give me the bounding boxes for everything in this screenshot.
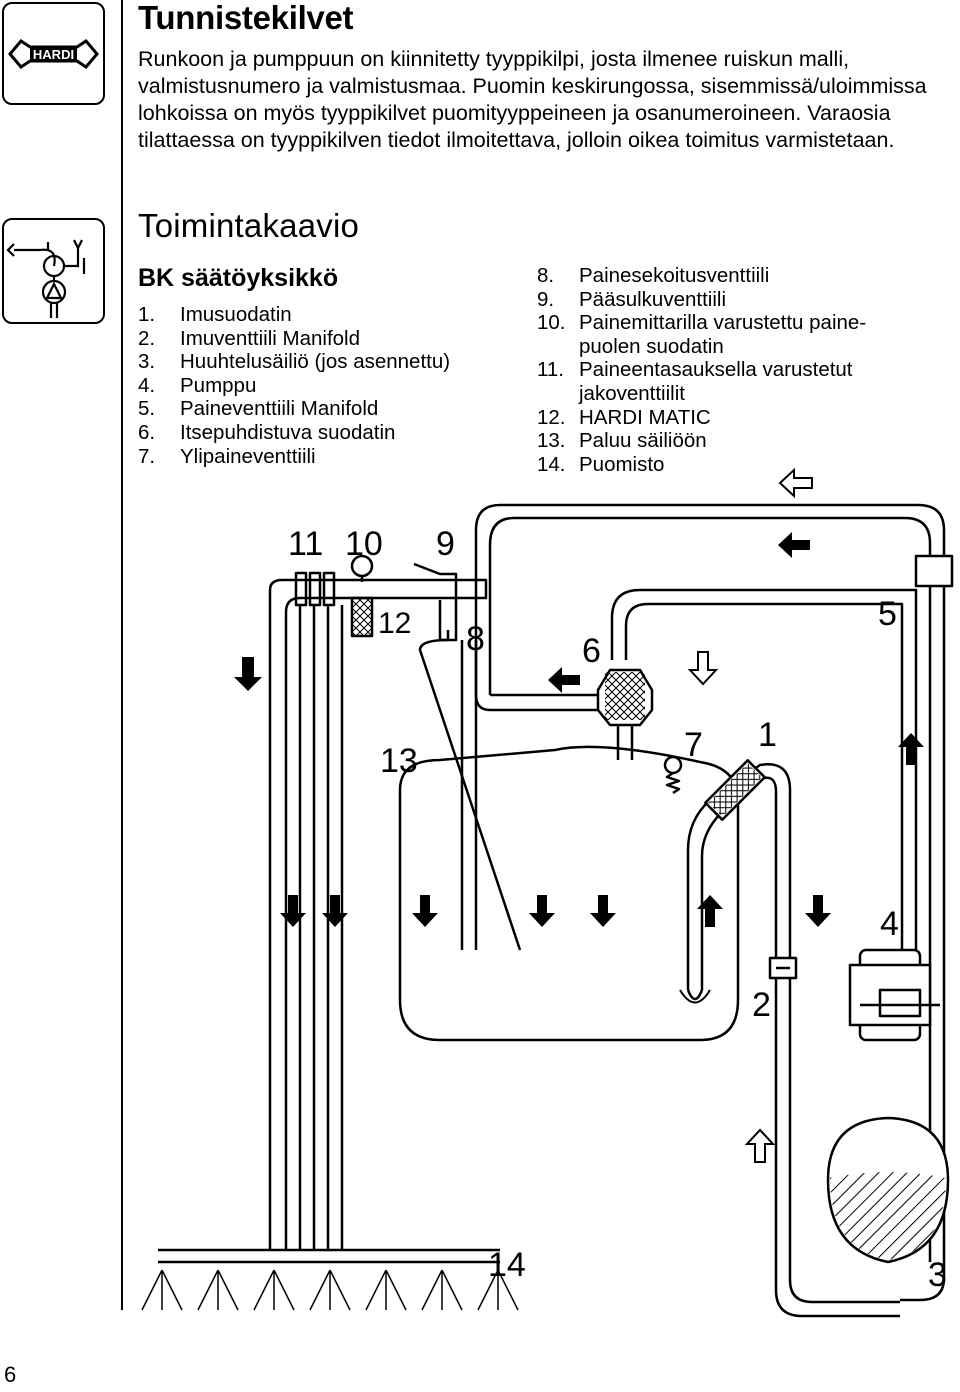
list-item: 3.Huuhtelusäiliö (jos asennettu) — [138, 350, 451, 374]
label-13: 13 — [380, 742, 418, 780]
subsection-title: BK säätöyksikkö — [138, 264, 339, 292]
list-item-continuation: puolen suodatin — [579, 334, 724, 358]
hardi-logo-graphic: HARDI — [8, 39, 99, 69]
label-6: 6 — [582, 632, 601, 670]
list-item: 12.HARDI MATIC — [537, 405, 711, 429]
list-item: 13.Paluu säiliöön — [537, 429, 707, 453]
list-item: 4.Pumppu — [138, 373, 257, 397]
label-7: 7 — [684, 726, 703, 764]
pressure-pipe-b — [624, 602, 904, 1000]
intro-paragraph: Runkoon ja pumppuun on kiinnitetty tyypp… — [138, 47, 927, 152]
list-item: 14.Puomisto — [537, 452, 665, 476]
label-1: 1 — [758, 716, 777, 754]
return-pipe-inner — [488, 516, 932, 1262]
flow-arrows — [234, 532, 924, 927]
nozzles — [141, 1269, 519, 1311]
list-item-continuation: jakoventtiilit — [579, 381, 685, 405]
label-14: 14 — [488, 1246, 526, 1284]
logo-text: HARDI — [33, 47, 74, 62]
section-title: Toimintakaavio — [138, 207, 360, 244]
tank — [398, 745, 740, 1042]
component-list-right: 8.Painesekoitusventtiili 9.Pääsulkuventt… — [537, 264, 866, 476]
hardi-logo: HARDI — [2, 2, 105, 105]
return-pipe-outer — [474, 503, 946, 1302]
label-10: 10 — [345, 525, 383, 563]
label-5: 5 — [878, 595, 897, 633]
list-item: 10.Painemittarilla varustettu paine- — [537, 311, 867, 335]
margin-rule — [121, 0, 123, 1310]
component-list-left: 1.Imusuodatin 2.Imuventtiili Manifold 3.… — [138, 303, 450, 468]
label-2: 2 — [752, 986, 771, 1024]
label-4: 4 — [880, 905, 899, 943]
list-item: 11.Paineentasauksella varustetut — [537, 358, 853, 382]
list-item: 1.Imusuodatin — [138, 303, 292, 326]
page-number: 6 — [4, 1362, 17, 1387]
page-title: Tunnistekilvet — [138, 0, 354, 36]
manifold-bar — [268, 578, 488, 630]
label-3: 3 — [928, 1256, 947, 1294]
list-item: 8.Painesekoitusventtiili — [537, 264, 770, 287]
label-8: 8 — [466, 620, 485, 658]
label-9: 9 — [436, 525, 455, 563]
label-11: 11 — [288, 525, 323, 563]
list-item: 2.Imuventtiili Manifold — [138, 326, 361, 350]
list-item: 6.Itsepuhdistuva suodatin — [138, 420, 396, 444]
pressure-pipe-a — [610, 588, 918, 1000]
label-12: 12 — [378, 607, 411, 640]
pump-schematic-icon — [2, 218, 105, 324]
list-item: 9.Pääsulkuventtiili — [537, 287, 726, 311]
list-item: 5.Paineventtiili Manifold — [138, 397, 379, 421]
list-item: 7.Ylipaineventtiili — [138, 444, 316, 468]
